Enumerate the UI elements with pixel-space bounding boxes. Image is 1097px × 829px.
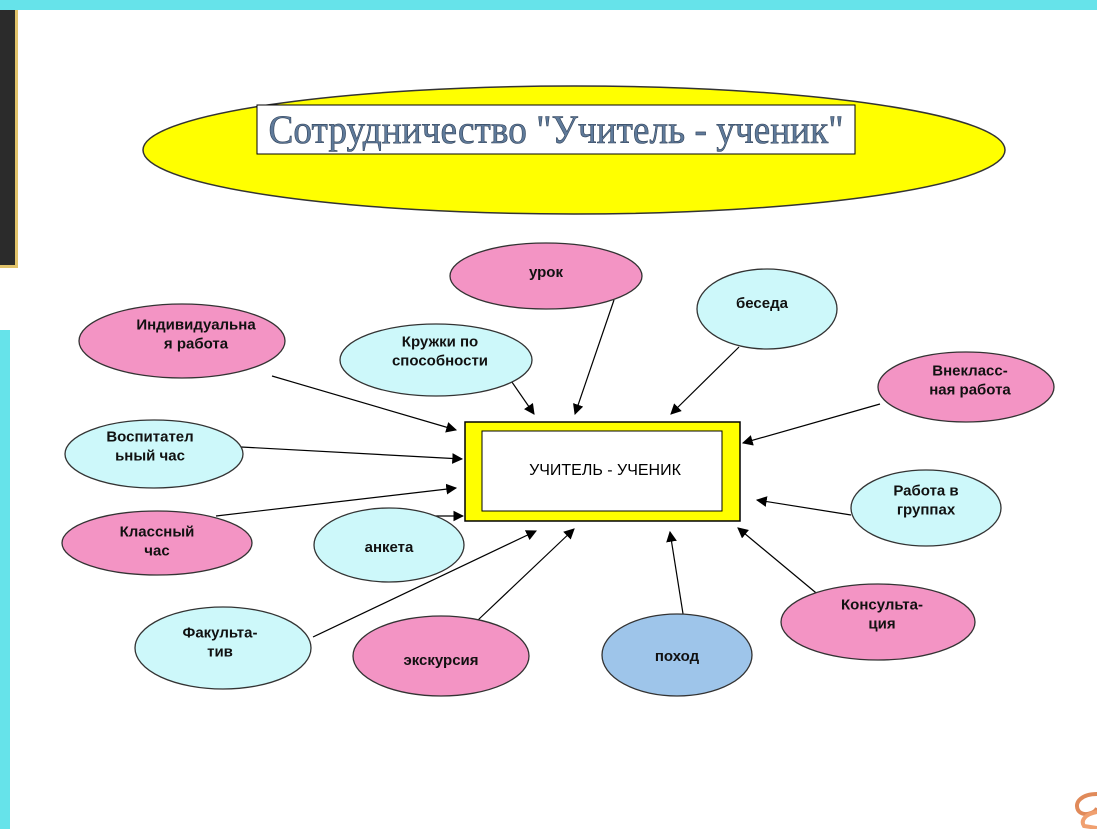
node-ekskursiya: экскурсия [352,615,530,697]
node-pohod-label-1: поход [655,648,700,665]
center-inner-box [481,430,723,512]
arrow-vospitatelny-chas [240,446,464,464]
node-fakultativ-ellipse [134,606,312,690]
node-fakultativ-label-1: Факульта- [183,625,258,642]
node-pohod: поход [601,613,753,697]
node-anketa: анкета [313,507,465,583]
node-ekskursiya-label-1: экскурсия [403,652,478,669]
node-klassny-chas-ellipse [61,510,253,576]
node-individualnaya-rabota-ellipse [78,303,286,379]
node-vneklassnaya-rabota: Внекласс-ная работа [877,351,1055,423]
left-accent-strip [0,330,10,829]
arrow-vneklassnaya-rabota [741,403,881,446]
node-klassny-chas-label-1: Классный [120,524,195,541]
arrows-layer [215,299,881,638]
node-kruzhki-ellipse [339,323,533,397]
node-fakultativ-label-2: тив [207,644,233,661]
node-vneklassnaya-rabota-ellipse [877,351,1055,423]
arrow-klassny-chas [215,483,458,517]
node-anketa-ellipse [313,507,465,583]
arrow-individualnaya-rabota [271,375,458,433]
node-individualnaya-rabota: Индивидуальна я работа [78,303,286,379]
node-individualnaya-rabota-label-1: Индивидуальна [136,317,256,334]
node-vneklassnaya-rabota-label-2: ная работа [929,382,1011,399]
node-rabota-v-gruppah-label-2: группах [897,502,956,519]
node-konsultaciya-ellipse [780,583,976,661]
node-vospitatelny-chas-label-1: Воспитател [106,429,193,446]
node-klassny-chas-label-2: час [144,543,169,560]
corner-swirl-decoration [1075,792,1097,829]
node-rabota-v-gruppah-label-1: Работа в [893,483,958,500]
title-group: Сотрудничество "Учитель - ученик" [142,85,1006,215]
center-node: УЧИТЕЛЬ - УЧЕНИК [464,421,741,522]
node-konsultaciya-label-1: Консульта- [841,597,923,614]
node-urok-ellipse [449,242,643,310]
node-konsultaciya-label-2: ция [868,616,895,633]
arrow-beseda [670,346,740,415]
arrow-fakultativ [312,530,537,638]
node-klassny-chas: Классный час [61,510,253,576]
node-pohod-ellipse [601,613,753,697]
node-individualnaya-rabota-label-2: я работа [164,336,229,353]
title-box [256,104,856,155]
arrow-pohod [666,530,685,621]
node-kruzhki-label-1: Кружки по [402,334,478,351]
node-anketa-label-1: анкета [365,539,414,556]
node-vospitatelny-chas-ellipse [64,419,244,489]
node-urok: урок [449,242,643,310]
arrow-urok [573,299,615,416]
node-fakultativ: Факульта-тив [134,606,312,690]
node-urok-label-1: урок [529,264,563,281]
node-vospitatelny-chas-label-2: ьный час [115,448,185,465]
node-vneklassnaya-rabota-label-1: Внекласс- [932,363,1007,380]
arrow-konsultaciya [737,527,822,598]
node-konsultaciya: Консульта-ция [780,583,976,661]
left-dark-panel [0,10,18,268]
node-kruzhki-label-2: способности [392,353,488,370]
node-beseda-ellipse [696,268,838,350]
top-accent-bar [0,0,1097,10]
node-kruzhki: Кружки по способности [339,323,533,397]
node-ekskursiya-ellipse [352,615,530,697]
node-beseda: беседа [696,268,838,350]
page-title: Сотрудничество "Учитель - ученик" [269,107,844,152]
arrow-rabota-v-gruppah [755,496,852,516]
node-rabota-v-gruppah: Работа в группах [850,469,1002,547]
node-beseda-label-1: беседа [736,295,789,312]
node-vospitatelny-chas: Воспитател ьный час [64,419,244,489]
center-label: УЧИТЕЛЬ - УЧЕНИК [529,462,682,479]
node-rabota-v-gruppah-ellipse [850,469,1002,547]
arrow-ekskursiya [477,528,575,621]
